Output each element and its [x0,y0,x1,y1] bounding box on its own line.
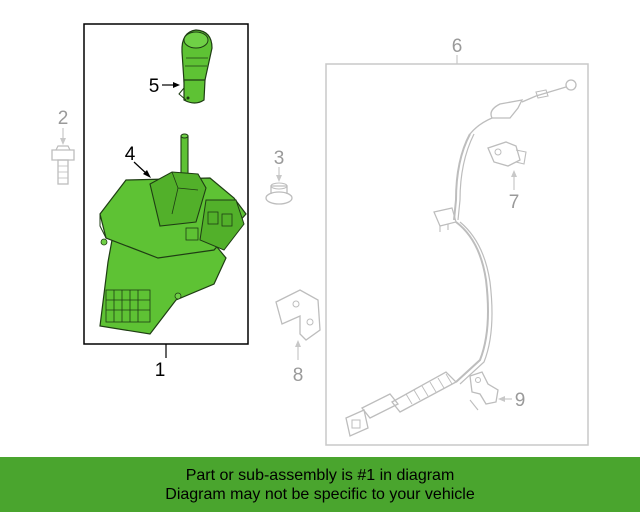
bolt-part[interactable] [51,128,75,185]
shift-knob-part[interactable] [178,29,213,104]
exploded-parts-diagram: 1 2 3 4 5 6 7 8 9 [51,23,589,446]
arrowhead-4 [143,170,151,178]
callout-7: 7 [509,192,520,213]
nut-part[interactable] [265,167,293,205]
callout-3: 3 [274,148,285,169]
info-banner: Part or sub-assembly is #1 in diagram Di… [0,457,640,512]
callout-1: 1 [155,360,166,381]
arrowhead-5 [173,82,180,88]
retainer-part[interactable] [469,371,512,411]
shifter-assembly-part[interactable] [99,133,247,335]
shift-cable-part[interactable] [345,79,577,437]
callout-4: 4 [125,144,136,165]
cable-clip-part[interactable] [487,141,527,190]
callout-2: 2 [58,108,69,129]
bracket-part[interactable] [275,289,321,360]
banner-line-subassembly: Part or sub-assembly is #1 in diagram [185,466,455,484]
callout-8: 8 [293,365,304,386]
banner-line-disclaimer: Diagram may not be specific to your vehi… [165,485,475,503]
callout-6: 6 [452,36,463,57]
callout-5: 5 [149,76,160,97]
cable-assembly-box [325,63,589,446]
callout-9: 9 [515,390,526,411]
